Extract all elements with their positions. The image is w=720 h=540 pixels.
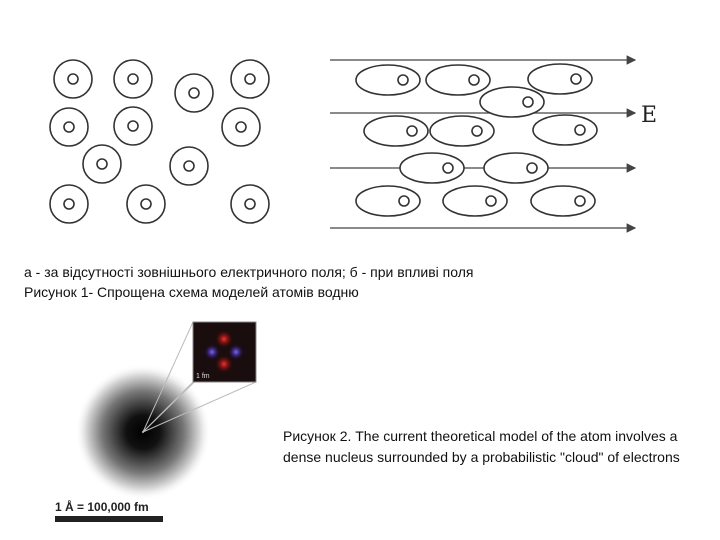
scale-bar-label: 1 Å = 100,000 fm [55, 499, 149, 514]
scale-bar [55, 516, 163, 522]
atom [113, 106, 153, 146]
polarized-atom [425, 64, 491, 96]
polarized-atom [530, 185, 596, 217]
polarized-atom [363, 115, 429, 147]
atom [49, 107, 89, 147]
atom [230, 59, 270, 99]
polarized-atom [527, 63, 593, 95]
neutron [228, 344, 244, 360]
polarized-atom [442, 185, 508, 217]
figure1-caption-title: Рисунок 1- Спрощена схема моделей атомів… [24, 284, 359, 300]
atom [49, 184, 89, 224]
atom [174, 73, 214, 113]
polarized-atom [479, 86, 545, 118]
polarized-atom [355, 64, 421, 96]
inset-scale-label: 1 fm [196, 373, 210, 380]
figure2-caption: Рисунок 2. The current theoretical model… [283, 428, 680, 465]
polarized-atom [355, 185, 421, 217]
panel-b-in-field: E [330, 55, 657, 233]
field-label-e: E [641, 103, 657, 128]
neutron [204, 344, 220, 360]
polarized-atom [483, 152, 549, 184]
panel-a-no-field [49, 59, 270, 224]
atom [113, 59, 153, 99]
nucleus-inset: 1 fm [192, 321, 257, 383]
atom [221, 107, 261, 147]
proton [215, 355, 233, 373]
atom [230, 184, 270, 224]
polarized-atom [399, 152, 465, 184]
atom [82, 144, 122, 184]
atom [53, 59, 93, 99]
proton [215, 330, 233, 348]
figure1-caption-panels: а - за відсутності зовнішнього електричн… [24, 264, 474, 280]
polarized-atom [532, 114, 598, 146]
atom [169, 146, 209, 186]
polarized-atom [429, 115, 495, 147]
hydrogen-atom-models-figure: E [49, 55, 657, 233]
atom-cloud-figure: 1 fm 1 Å = 100,000 fm [55, 321, 257, 522]
atom [126, 184, 166, 224]
